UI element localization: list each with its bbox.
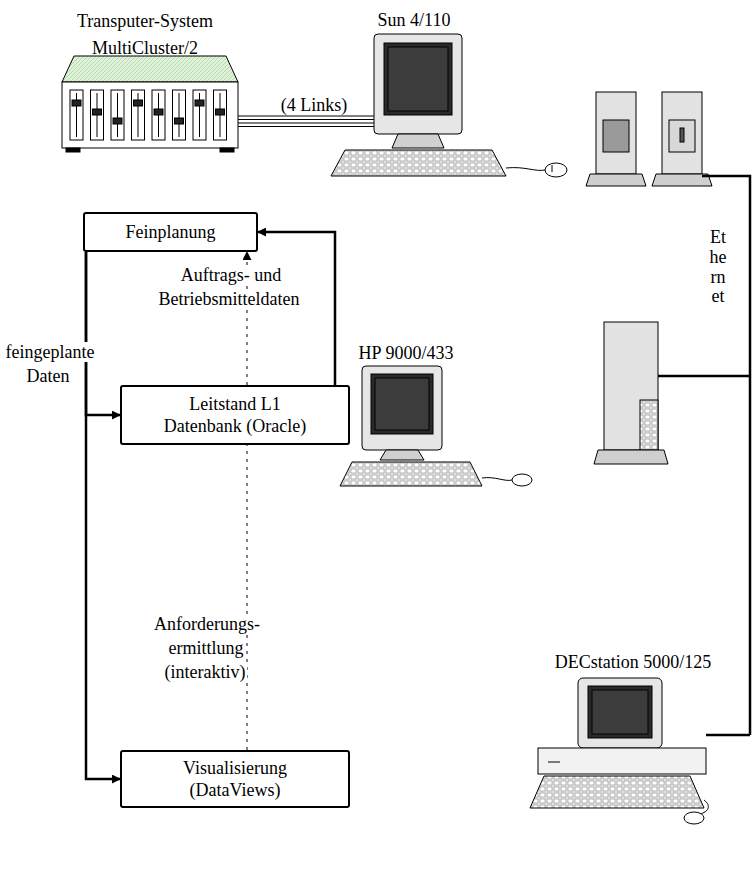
device-label: (4 Links) (262, 93, 366, 117)
ethernet-cable (658, 176, 750, 735)
request-dashed-arrow (247, 445, 248, 750)
process-box: Leitstand L1 Datenbank (Oracle) (120, 385, 350, 445)
device-label: Transputer-System MultiCluster/2 (55, 8, 235, 62)
box-text: Feinplanung (126, 221, 216, 243)
data-flow-arrow (86, 252, 120, 415)
flow-label-box: feingeplante Daten (0, 340, 98, 388)
device-label: Sun 4/110 (358, 8, 470, 32)
dec-workstation (530, 678, 708, 824)
flow-label: Anforderungs- ermittlung (interaktiv) (152, 614, 260, 682)
device-label: DECstation 5000/125 (528, 650, 738, 674)
flow-label: feingeplante Daten (4, 342, 95, 386)
flow-label: Auftrags- und Betriebsmitteldaten (159, 265, 302, 309)
data-flow-arrow (86, 252, 120, 779)
sun-workstation (331, 34, 567, 177)
sun-tower (586, 92, 712, 186)
link-cable (238, 116, 374, 127)
device-label: HP 9000/433 (345, 341, 467, 365)
transputer-rack (62, 56, 238, 152)
device-label: Ethernet (709, 228, 727, 307)
flow-label-box: Anforderungs- ermittlung (interaktiv) (138, 612, 274, 684)
box-text: Leitstand L1 Datenbank (Oracle) (150, 393, 320, 437)
flow-label-box: Auftrags- und Betriebsmitteldaten (130, 263, 330, 311)
process-box: Visualisierung (DataViews) (120, 750, 350, 808)
box-text: Visualisierung (DataViews) (160, 757, 310, 801)
hp-workstation (340, 322, 668, 486)
process-box: Feinplanung (83, 212, 258, 252)
